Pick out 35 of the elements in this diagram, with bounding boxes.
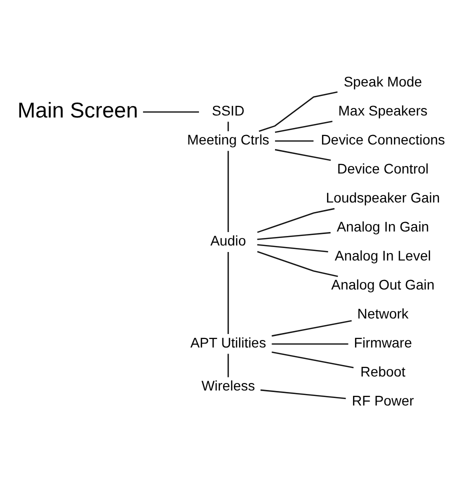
- node-text: Device Connections: [320, 131, 445, 148]
- node-text: Audio: [210, 232, 246, 248]
- connector: [228, 121, 229, 131]
- node-text: Reboot: [360, 363, 406, 380]
- node-text: Max Speakers: [338, 102, 428, 118]
- node-text: Analog Out Gain: [331, 276, 434, 292]
- node-text: Network: [357, 305, 408, 322]
- connector: [272, 350, 354, 368]
- connector: [275, 140, 314, 142]
- connector: [257, 250, 338, 276]
- node-text: Device Control: [337, 160, 429, 176]
- connector: [272, 320, 352, 336]
- connector: [274, 148, 331, 160]
- connector: [228, 353, 229, 377]
- connector: [258, 90, 338, 132]
- node-text: Speak Mode: [344, 73, 422, 90]
- connector: [272, 342, 348, 344]
- connector: [257, 208, 335, 232]
- node-text: Firmware: [354, 334, 412, 350]
- connector: [228, 251, 229, 334]
- node-text: Analog In Gain: [336, 218, 430, 234]
- node-text: SSID: [212, 102, 244, 118]
- connector: [143, 110, 199, 112]
- node-text: RF Power: [352, 392, 414, 408]
- connector: [257, 244, 328, 252]
- connector: [228, 150, 229, 232]
- node-text: Wireless: [201, 377, 255, 394]
- node-text: APT Utilities: [190, 334, 266, 350]
- connector: [257, 232, 331, 240]
- node-text: Analog In Level: [334, 247, 432, 264]
- node-text: Loudspeaker Gain: [326, 189, 440, 206]
- connector: [260, 388, 346, 399]
- node-text: Meeting Ctrls: [187, 131, 270, 148]
- node-text: Main Screen: [18, 98, 138, 122]
- connector: [274, 120, 332, 132]
